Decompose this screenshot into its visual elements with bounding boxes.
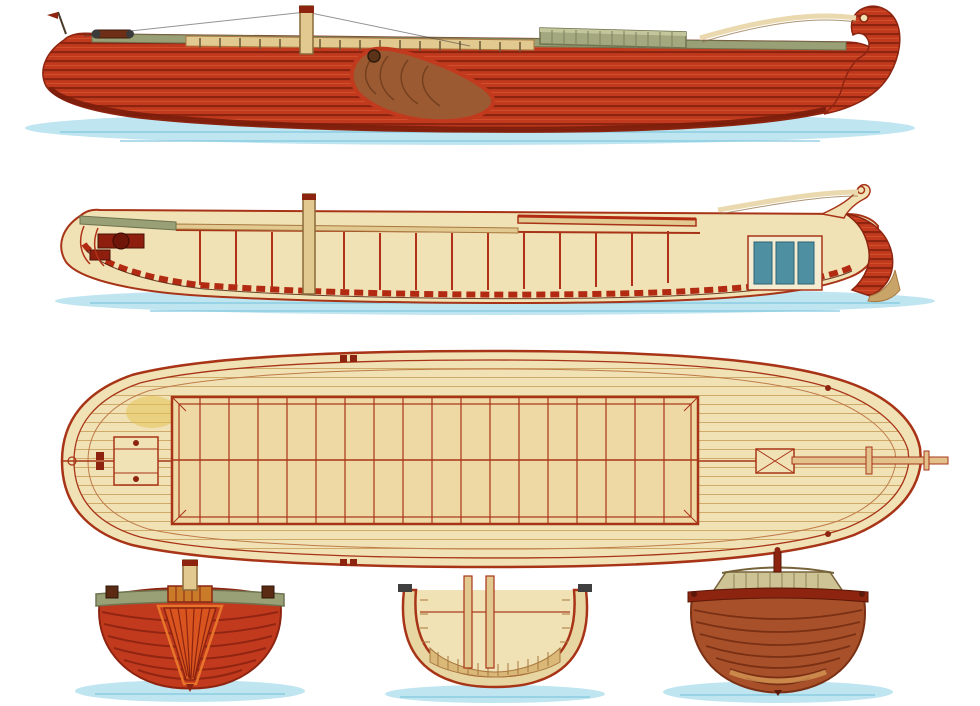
windlass-head-right [261, 585, 275, 599]
bow-gear [89, 249, 111, 261]
rail-cap-right [578, 584, 592, 592]
tiller-edge [701, 19, 857, 43]
bow-bitt-1 [96, 452, 104, 460]
bottom-strake-highlight [729, 669, 827, 684]
mast [299, 5, 314, 55]
quarter-bollard-bottom [825, 531, 831, 537]
plan-inner-rail [73, 359, 910, 559]
windlass-post-top [133, 440, 139, 446]
windlass-drum-left [91, 29, 101, 39]
flag [47, 12, 58, 19]
stain-spot [126, 396, 178, 428]
water-shadow [385, 685, 605, 703]
rail-knob-right [859, 591, 865, 597]
stem-ornament-edge [156, 604, 224, 686]
stern-rail [687, 587, 869, 603]
midship-section-view [385, 575, 605, 703]
stern-finial [773, 551, 782, 573]
leeboard [349, 46, 496, 124]
rudder-head-cross [755, 448, 795, 474]
quarter-bollard-top [825, 385, 831, 391]
longitudinal-section-view [55, 183, 935, 315]
plan-waterway-line [87, 368, 897, 550]
stern-curl [859, 13, 869, 23]
plan-windlass-bars [114, 448, 158, 474]
foredeck [79, 215, 177, 231]
bow-mast-cap [182, 560, 198, 566]
finial-ball [774, 547, 781, 553]
hull-wale [48, 86, 827, 132]
bow-frames [79, 225, 105, 267]
windlass-drum-right [126, 30, 134, 38]
spar-crossbar-2 [923, 450, 930, 471]
bow-bitt-2 [96, 462, 104, 470]
windlass-post-bottom [133, 476, 139, 482]
floor-frames-ticks [437, 652, 549, 676]
mast-step-slats [175, 586, 201, 602]
cabin-panel-2 [775, 241, 795, 285]
stem-ornament-stripes [169, 607, 211, 680]
stern-cabin-face [712, 571, 844, 591]
deckhouse-panels [551, 30, 673, 48]
bow-end-view [75, 559, 305, 702]
stem-ring [67, 456, 77, 466]
tiller-section [717, 189, 859, 213]
stern-assembly [823, 5, 901, 115]
hatch-corner-braces [171, 396, 699, 525]
mast-section-cap [302, 194, 316, 200]
windlass-head-left [105, 585, 119, 599]
leeboard-grain [364, 55, 441, 107]
cabin-panel-3 [797, 241, 815, 285]
cabin-panel-1 [753, 241, 773, 285]
spar-crossbar-1 [865, 446, 873, 475]
bow-windlass-drum [112, 232, 130, 250]
leeboard-pivot [367, 49, 381, 63]
stern-end-view [663, 547, 893, 703]
rail-cap-left [398, 584, 412, 592]
rudder-heel [867, 269, 901, 303]
tiller [699, 13, 857, 41]
hold-post-1 [463, 575, 473, 669]
stem-ornament [162, 607, 218, 681]
flag-staff [57, 11, 67, 35]
bow-keel-tip [186, 684, 194, 692]
tiller-section-edge [719, 195, 859, 215]
hold-post-2 [485, 575, 495, 669]
side-frames-ticks [420, 599, 570, 643]
mast-cap [299, 6, 314, 13]
side-elevation-view [25, 5, 915, 145]
cabin-face-panels [733, 572, 819, 590]
coaming-cap [517, 214, 697, 221]
floor-frames [81, 242, 856, 298]
rail-knob-left [691, 591, 697, 597]
deck-plan-view [60, 349, 949, 569]
stern-planking [693, 609, 863, 686]
stern-keel-tip [774, 690, 782, 696]
mast-section [302, 193, 316, 295]
windlass [95, 29, 131, 39]
